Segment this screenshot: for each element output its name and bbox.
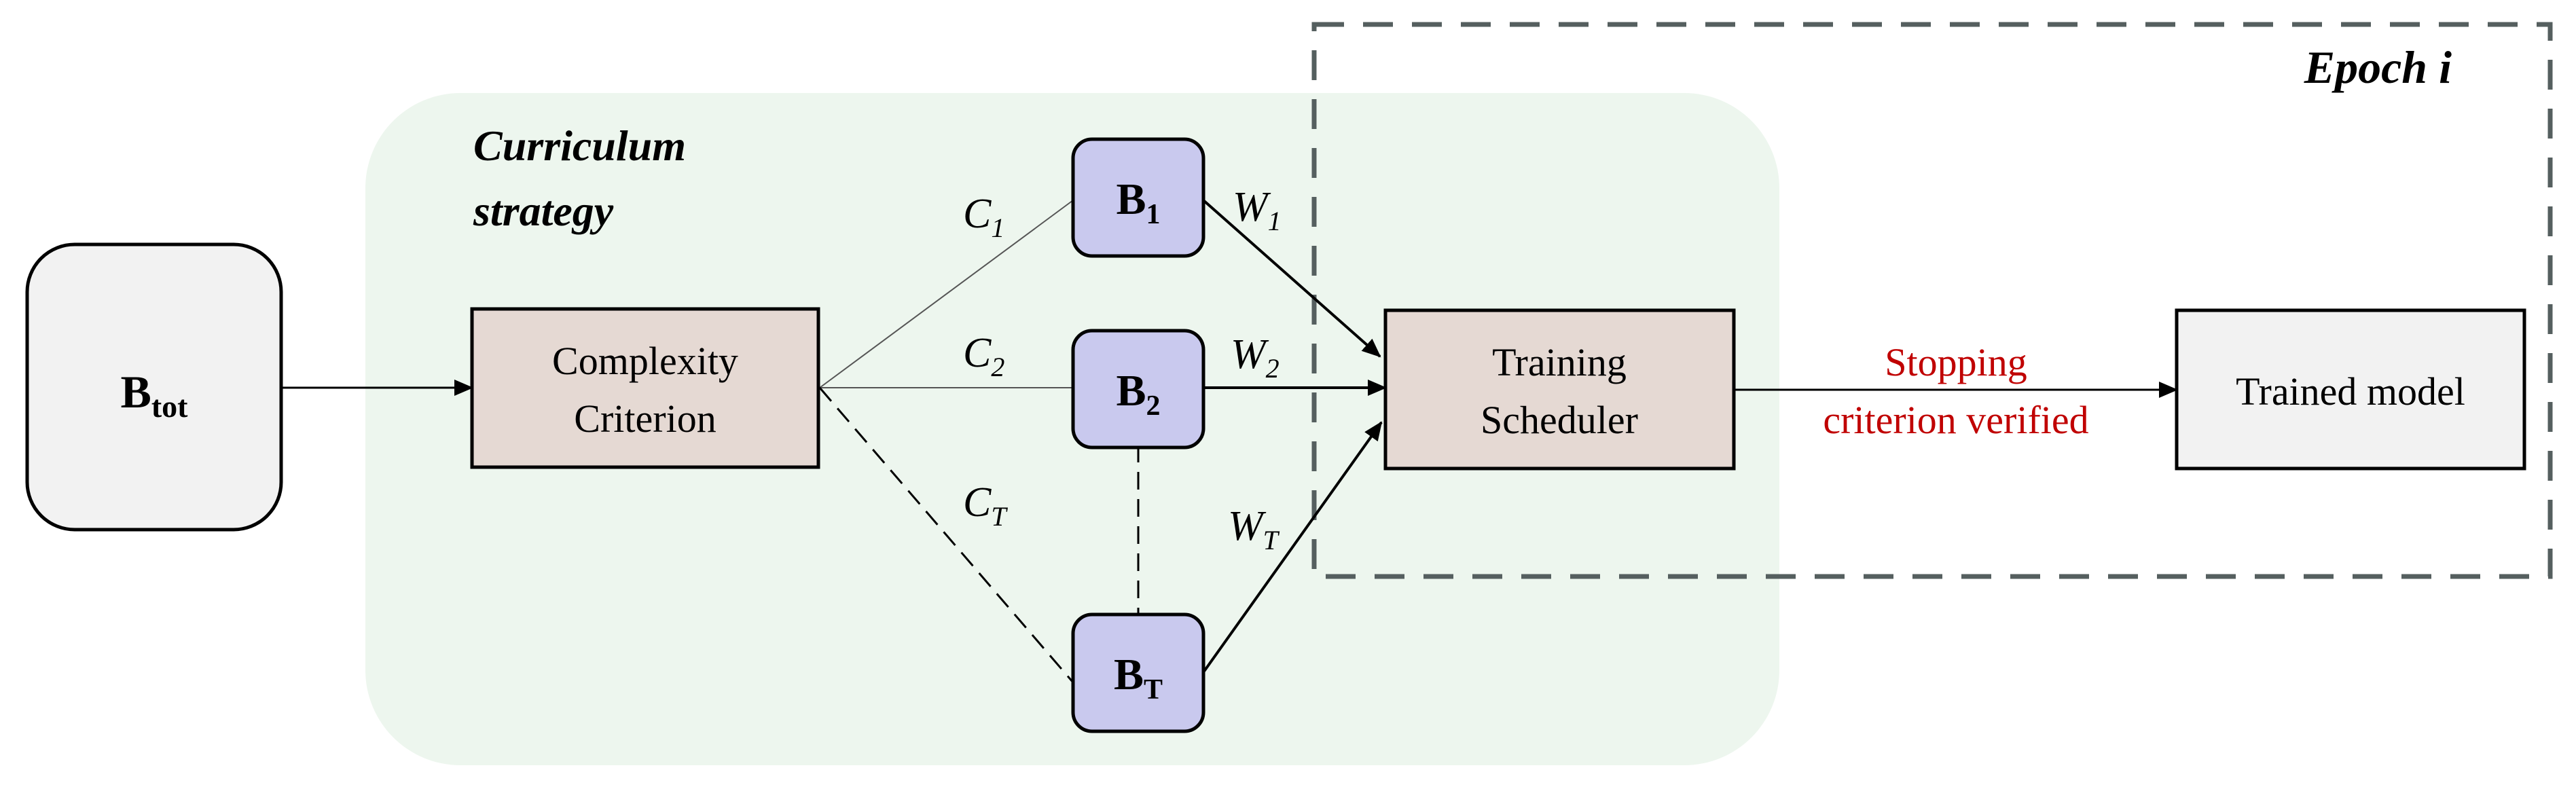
training-scheduler-line2: Scheduler [1481, 398, 1638, 442]
btot-label: Btot [121, 366, 189, 424]
bt-label: BT [1114, 650, 1163, 705]
wt-label: WT [1228, 503, 1280, 555]
trained-model-label: Trained model [2236, 369, 2465, 414]
bt-box [1071, 612, 1205, 733]
w2-label: W2 [1231, 331, 1280, 384]
curriculum-strategy-line1: Curriculum [473, 122, 686, 170]
b2-box [1071, 329, 1205, 449]
ct-label: CT [963, 479, 1008, 532]
epoch-label: Epoch i [2304, 41, 2452, 93]
c1-label: C1 [963, 191, 1004, 243]
wt-arrow [1202, 421, 1383, 674]
stopping-criterion-line2: criterion verified [1823, 398, 2088, 442]
trained-model-box [2175, 308, 2526, 471]
w1-arrow [1202, 199, 1381, 358]
stopping-criterion-line1: Stopping [1885, 340, 2027, 384]
epoch-region [1311, 22, 2553, 579]
b2-label: B2 [1116, 366, 1160, 422]
c2-label: C2 [963, 330, 1004, 382]
curriculum-strategy-line2: strategy [473, 187, 614, 235]
c1-connector [819, 200, 1074, 388]
btot-box [25, 242, 283, 532]
ct-connector [818, 387, 1074, 683]
w1-label: W1 [1233, 184, 1282, 236]
complexity-criterion-line1: Complexity [552, 339, 738, 383]
complexity-criterion-box [470, 307, 820, 469]
training-scheduler-line1: Training [1492, 340, 1627, 384]
b1-label: B1 [1116, 175, 1160, 230]
training-scheduler-box [1383, 308, 1736, 471]
b1-box [1071, 137, 1205, 258]
complexity-criterion-line2: Criterion [574, 397, 716, 441]
